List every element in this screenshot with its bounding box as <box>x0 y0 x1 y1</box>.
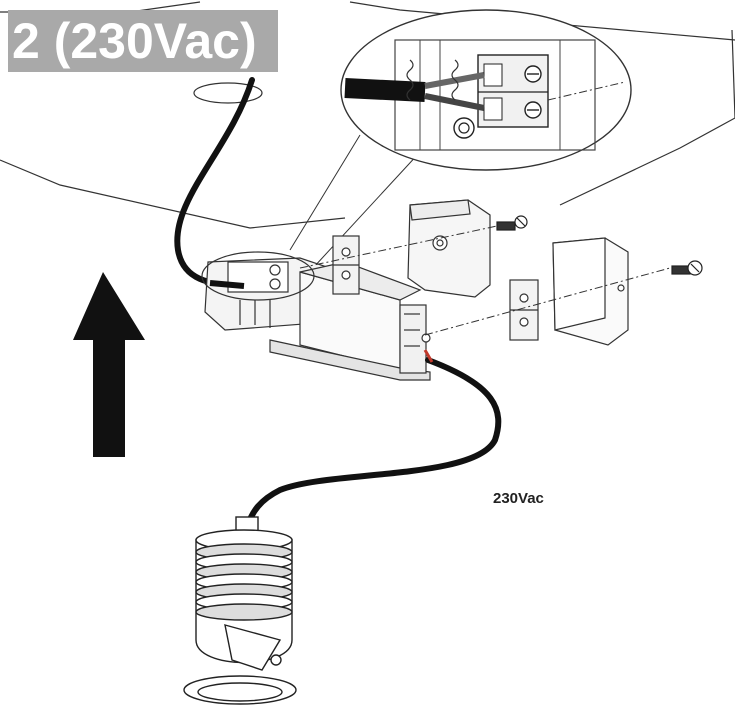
voltage-label: 230Vac <box>493 490 544 507</box>
supply-cable-end <box>209 280 245 289</box>
zoom-leader-lines <box>289 134 421 269</box>
driver-housing <box>201 251 431 381</box>
cable-clamp-right <box>509 279 539 341</box>
screw-left <box>496 215 528 231</box>
step-badge: 2 (230Vac) <box>8 10 278 72</box>
ceiling-hole <box>193 82 263 104</box>
downlight-fixture <box>183 516 297 705</box>
terminal-cover-right <box>552 237 629 346</box>
up-arrow <box>73 272 145 457</box>
zoom-detail <box>340 9 632 171</box>
terminal-cover-left <box>407 199 491 298</box>
screw-right <box>671 260 703 276</box>
red-wire <box>423 349 434 363</box>
cable-clamp-left <box>332 235 360 295</box>
alignment-lines <box>299 225 671 336</box>
supply-cable <box>174 77 255 288</box>
lamp-cable <box>245 357 502 528</box>
